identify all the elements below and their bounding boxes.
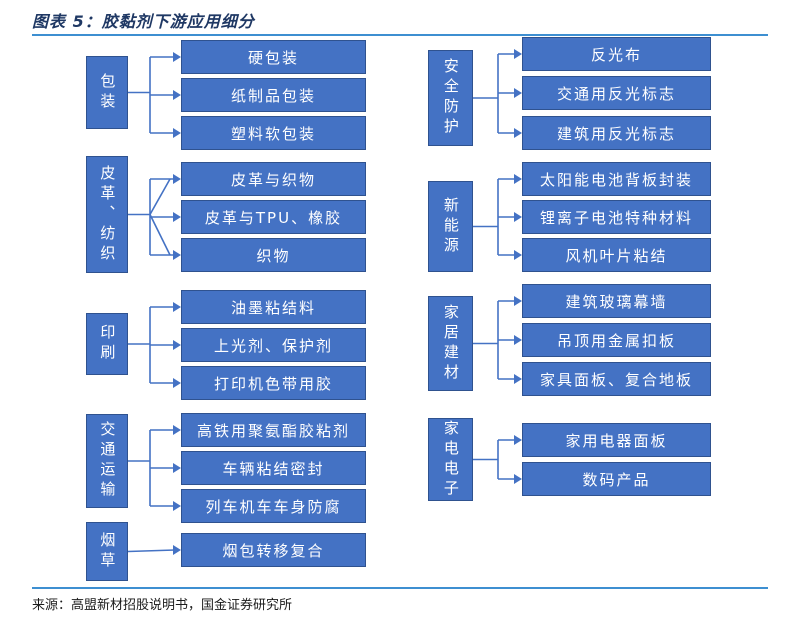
arrow-head xyxy=(173,52,181,62)
connector-line xyxy=(149,214,171,256)
subcategory-box: 建筑玻璃幕墙 xyxy=(522,284,711,318)
top-rule xyxy=(32,34,768,36)
arrow-head xyxy=(173,378,181,388)
subcategory-box: 锂离子电池特种材料 xyxy=(522,200,711,234)
subcategory-box: 高铁用聚氨酯胶粘剂 xyxy=(181,413,366,447)
category-box: 安全防护 xyxy=(428,50,473,146)
arrow-head xyxy=(514,374,522,384)
subcategory-box: 打印机色带用胶 xyxy=(181,366,366,400)
arrow-head xyxy=(514,474,522,484)
arrow-head xyxy=(514,88,522,98)
arrow-head xyxy=(514,435,522,445)
arrow-head xyxy=(173,302,181,312)
subcategory-box: 车辆粘结密封 xyxy=(181,451,366,485)
subcategory-box: 太阳能电池背板封装 xyxy=(522,162,711,196)
figure-title: 图表 5：胶黏剂下游应用细分 xyxy=(32,12,255,31)
category-box: 家电电子 xyxy=(428,418,473,501)
arrow-head xyxy=(514,296,522,306)
subcategory-box: 塑料软包装 xyxy=(181,116,366,150)
subcategory-box: 烟包转移复合 xyxy=(181,533,366,567)
subcategory-box: 纸制品包装 xyxy=(181,78,366,112)
subcategory-box: 家具面板、复合地板 xyxy=(522,362,711,396)
arrow-head xyxy=(173,250,181,260)
arrow-head xyxy=(173,425,181,435)
category-box: 交通运输 xyxy=(86,414,128,508)
arrow-head xyxy=(173,212,181,222)
subcategory-box: 皮革与织物 xyxy=(181,162,366,196)
subcategory-box: 反光布 xyxy=(522,37,711,71)
subcategory-box: 皮革与TPU、橡胶 xyxy=(181,200,366,234)
subcategory-box: 家用电器面板 xyxy=(522,423,711,457)
subcategory-box: 数码产品 xyxy=(522,462,711,496)
subcategory-box: 上光剂、保护剂 xyxy=(181,328,366,362)
subcategory-box: 吊顶用金属扣板 xyxy=(522,323,711,357)
category-box: 皮革、纺织 xyxy=(86,156,128,273)
arrow-head xyxy=(173,545,181,555)
category-box: 印刷 xyxy=(86,313,128,375)
subcategory-box: 建筑用反光标志 xyxy=(522,116,711,150)
category-box: 包装 xyxy=(86,56,128,129)
subcategory-box: 风机叶片粘结 xyxy=(522,238,711,272)
arrow-head xyxy=(514,174,522,184)
category-box: 烟草 xyxy=(86,522,128,581)
connector-line xyxy=(127,549,176,553)
source-note: 来源：高盟新材招股说明书，国金证券研究所 xyxy=(32,598,293,613)
arrow-head xyxy=(514,49,522,59)
subcategory-box: 织物 xyxy=(181,238,366,272)
arrow-head xyxy=(173,463,181,473)
arrow-head xyxy=(514,128,522,138)
subcategory-box: 列车机车车身防腐 xyxy=(181,489,366,523)
subcategory-box: 油墨粘结料 xyxy=(181,290,366,324)
subcategory-box: 交通用反光标志 xyxy=(522,76,711,110)
arrow-head xyxy=(514,335,522,345)
arrow-head xyxy=(514,250,522,260)
arrow-head xyxy=(514,212,522,222)
bottom-rule xyxy=(32,587,768,589)
category-box: 新能源 xyxy=(428,181,473,272)
arrow-head xyxy=(173,128,181,138)
subcategory-box: 硬包装 xyxy=(181,40,366,74)
arrow-head xyxy=(173,340,181,350)
category-box: 家居建材 xyxy=(428,296,473,391)
arrow-head xyxy=(173,90,181,100)
arrow-head xyxy=(173,174,181,184)
arrow-head xyxy=(173,501,181,511)
connector-line xyxy=(149,178,171,215)
